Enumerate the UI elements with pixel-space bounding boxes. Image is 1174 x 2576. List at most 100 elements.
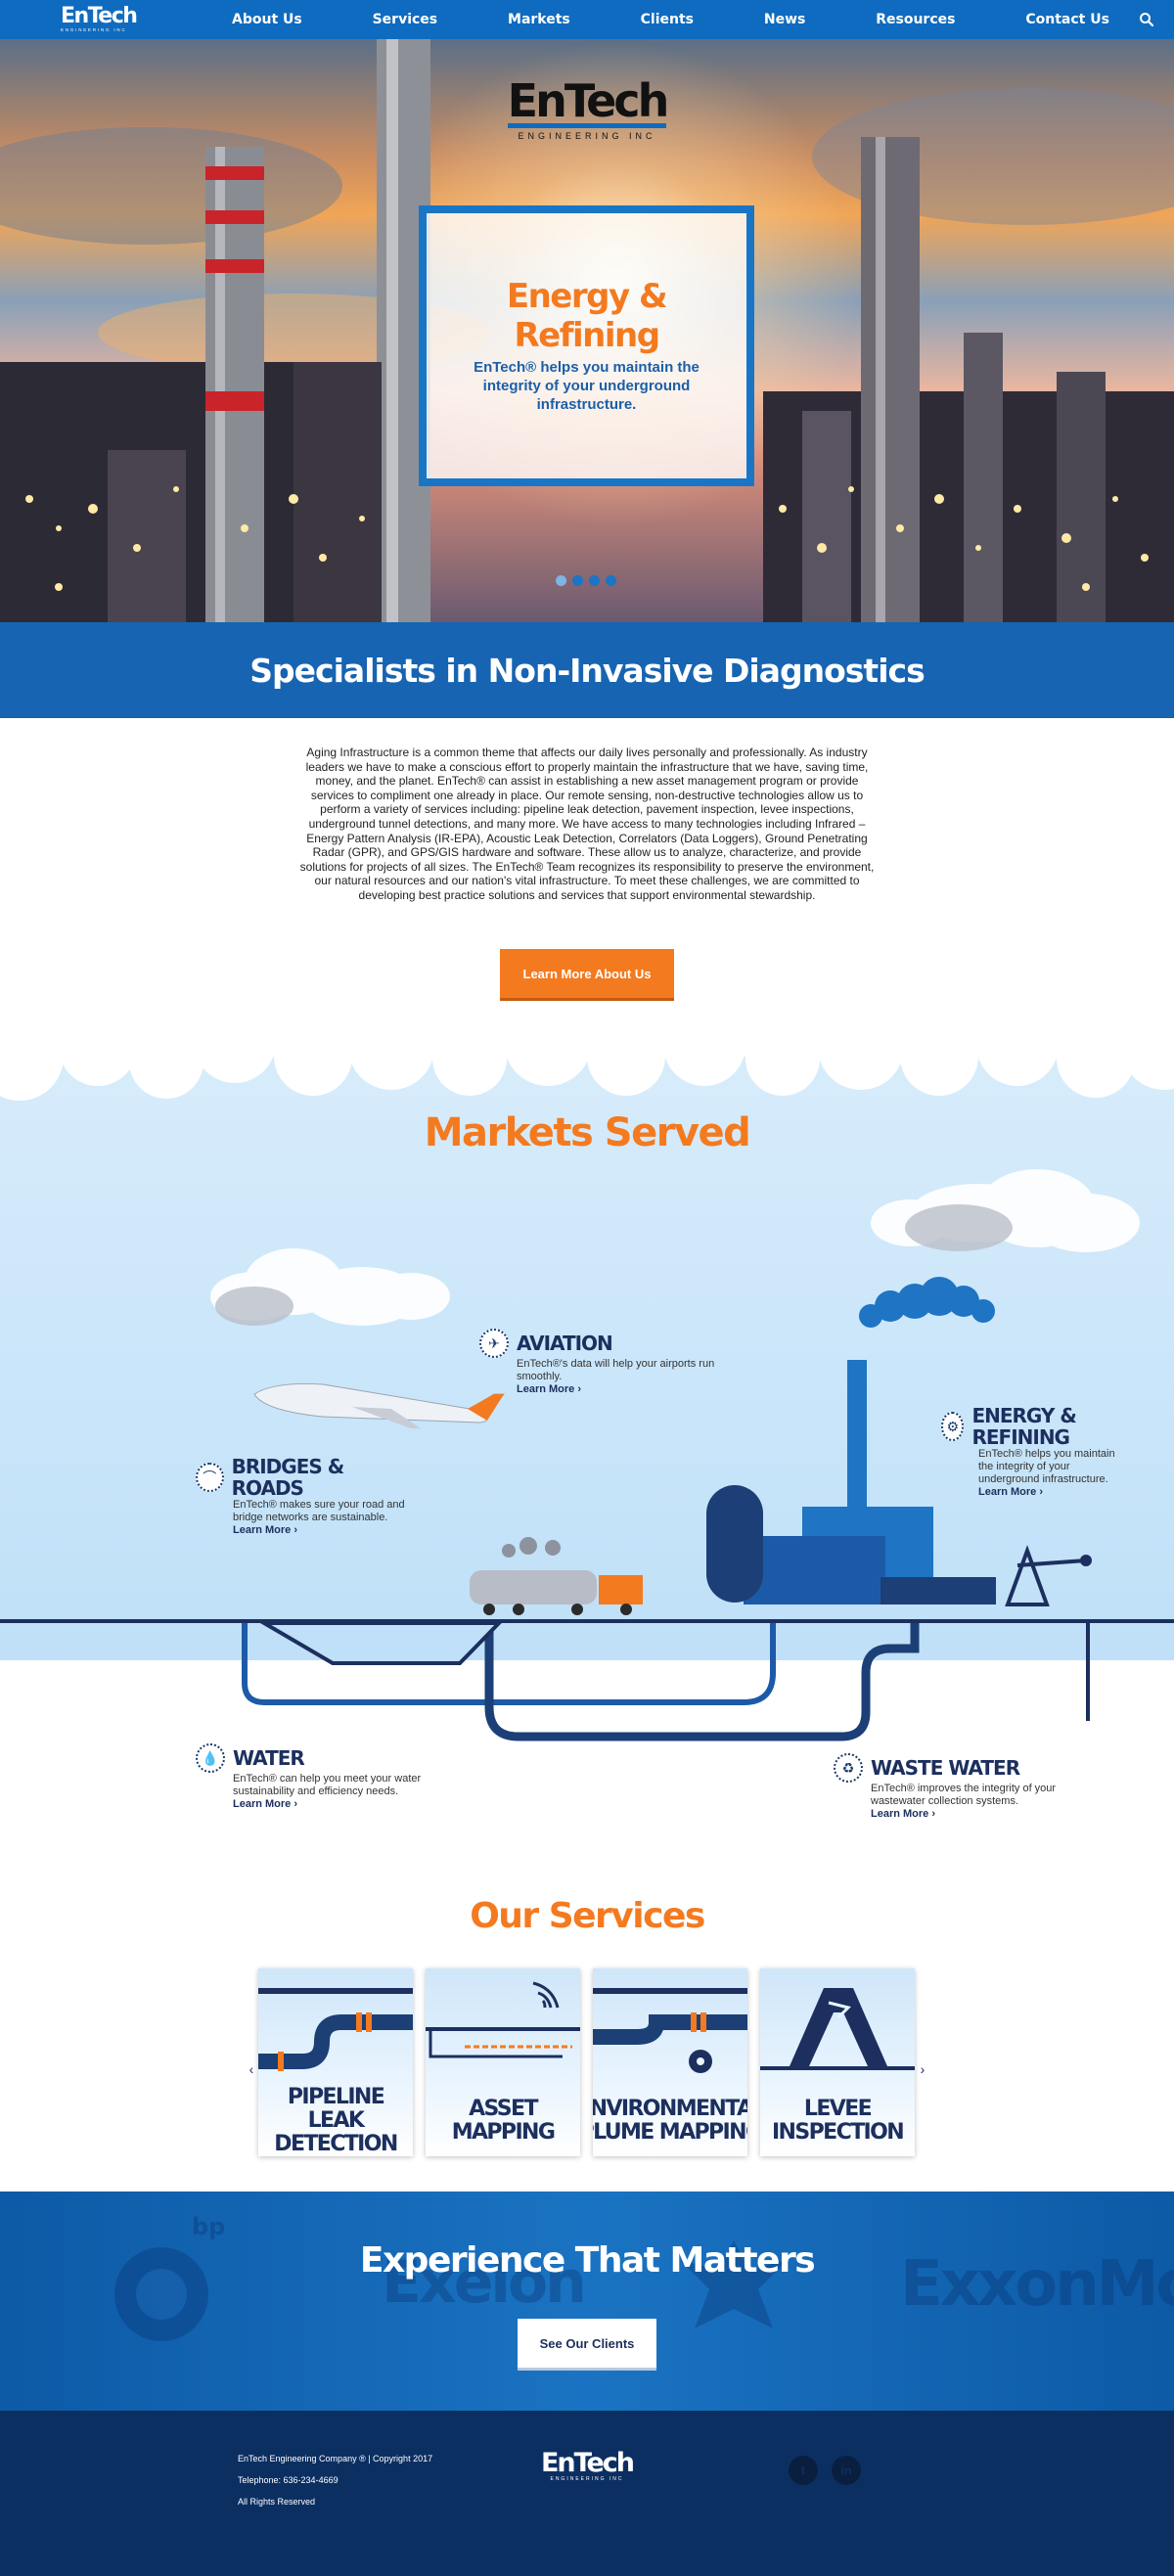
- plume-illustration: [593, 1968, 747, 2086]
- markets-section: [0, 1017, 1174, 1859]
- carousel-prev-icon[interactable]: ‹: [248, 2061, 254, 2077]
- hero-logo-text: EnTech: [507, 74, 670, 127]
- specialists-title: Specialists in Non-Invasive Diagnostics: [249, 651, 925, 690]
- market-wastewater-title: WASTE WATER: [871, 1756, 1020, 1780]
- slider-dot[interactable]: [572, 575, 583, 586]
- hero-logo-subtext: ENGINEERING INC: [518, 131, 656, 141]
- levee-illustration: [760, 1968, 915, 2086]
- market-water-learn-more[interactable]: Learn More ›: [233, 1798, 298, 1810]
- market-energy-refining[interactable]: ⚙ ENERGY & REFINING EnTech® helps you ma…: [941, 1405, 1127, 1498]
- nav-logo-text: EnTech: [61, 4, 138, 29]
- pipeline-illustration: [258, 1968, 413, 2086]
- nav-links: About Us Services Markets Clients News R…: [232, 12, 1109, 27]
- footer-logo-subtext: ENGINEERING INC: [550, 2476, 624, 2482]
- market-wastewater-text: EnTech® improves the integrity of your w…: [871, 1783, 1057, 1807]
- top-navigation: EnTech ENGINEERING INC About Us Services…: [0, 0, 1174, 39]
- slider-dots: [556, 575, 616, 586]
- nav-link-contact-us[interactable]: Contact Us: [1025, 12, 1109, 27]
- footer-telephone[interactable]: Telephone: 636-234-4669: [238, 2475, 339, 2485]
- asset-mapping-illustration: [426, 1968, 580, 2086]
- hero-logo-bar: [508, 123, 666, 128]
- market-water-title: WATER: [233, 1746, 305, 1770]
- watermark-bp: bp: [192, 2213, 226, 2240]
- market-wastewater-header: ♻ WASTE WATER: [834, 1753, 1078, 1783]
- service-card-pipeline-leak-detection[interactable]: PIPELINE LEAK DETECTION: [258, 1968, 413, 2156]
- bp-logo-watermark: [114, 2247, 208, 2341]
- market-energy-header: ⚙ ENERGY & REFINING: [941, 1405, 1127, 1448]
- slider-dot[interactable]: [606, 575, 616, 586]
- market-waste-water[interactable]: ♻ WASTE WATER EnTech® improves the integ…: [834, 1753, 1078, 1820]
- market-aviation-learn-more[interactable]: Learn More ›: [517, 1383, 582, 1395]
- footer-social-links: t in: [789, 2456, 861, 2485]
- market-bridges-roads[interactable]: ⌒ BRIDGES & ROADS EnTech® makes sure you…: [196, 1456, 411, 1536]
- linkedin-icon[interactable]: in: [832, 2456, 861, 2485]
- airplane-illustration: [253, 1382, 505, 1428]
- service-card-label: LEVEE INSPECTION: [760, 2086, 915, 2156]
- refinery-icon: ⚙: [941, 1412, 965, 1441]
- nav-link-markets[interactable]: Markets: [508, 12, 570, 27]
- nav-link-resources[interactable]: Resources: [876, 12, 956, 27]
- market-water[interactable]: 💧 WATER EnTech® can help you meet your w…: [196, 1743, 430, 1810]
- water-drop-icon: 💧: [196, 1743, 225, 1773]
- nav-logo[interactable]: EnTech ENGINEERING INC: [61, 6, 178, 33]
- market-bridges-header: ⌒ BRIDGES & ROADS: [196, 1456, 411, 1499]
- market-water-header: 💧 WATER: [196, 1743, 430, 1773]
- nav-link-news[interactable]: News: [763, 12, 806, 27]
- markets-illustration: [0, 1017, 1174, 1741]
- market-aviation[interactable]: ✈ AVIATION EnTech®'s data will help your…: [479, 1329, 734, 1395]
- market-energy-learn-more[interactable]: Learn More ›: [978, 1486, 1044, 1498]
- watermark-exelon: Exelon: [382, 2248, 587, 2317]
- market-bridges-text: EnTech® makes sure your road and bridge …: [233, 1499, 405, 1523]
- watermark-exxon: ExxonMo: [900, 2248, 1174, 2321]
- market-bridges-title: BRIDGES & ROADS: [231, 1455, 345, 1500]
- market-energy-text: EnTech® helps you maintain the integrity…: [978, 1448, 1115, 1485]
- carousel-next-icon[interactable]: ›: [920, 2061, 926, 2077]
- eagle-logo-watermark: [680, 2240, 788, 2328]
- hero-caption-box: Energy & Refining EnTech® helps you main…: [419, 205, 754, 486]
- see-our-clients-button[interactable]: See Our Clients: [518, 2319, 656, 2368]
- market-wastewater-learn-more[interactable]: Learn More ›: [871, 1808, 936, 1820]
- footer-info: EnTech Engineering Company ® | Copyright…: [238, 2448, 432, 2512]
- slider-dot[interactable]: [556, 575, 566, 586]
- markets-title: Markets Served: [424, 1110, 751, 1155]
- service-card-asset-mapping[interactable]: ASSET MAPPING: [426, 1968, 580, 2156]
- service-card-levee-inspection[interactable]: LEVEE INSPECTION: [760, 1968, 915, 2156]
- airplane-icon: ✈: [479, 1329, 509, 1358]
- experience-section: bp Exelon ExxonMo Experience That Matter…: [0, 2192, 1174, 2411]
- service-card-environmental-plume-mapping[interactable]: ENVIRONMENTAL PLUME MAPPING: [593, 1968, 747, 2156]
- service-card-label: PIPELINE LEAK DETECTION: [258, 2085, 413, 2156]
- services-carousel: PIPELINE LEAK DETECTION ASSET MAPPING EN…: [258, 1968, 915, 2156]
- search-icon[interactable]: [1139, 12, 1154, 27]
- slider-dot[interactable]: [589, 575, 600, 586]
- footer-rights: All Rights Reserved: [238, 2497, 316, 2507]
- hero-logo: EnTech ENGINEERING INC: [504, 78, 670, 141]
- market-energy-title: ENERGY & REFINING: [971, 1404, 1076, 1449]
- footer-logo-text: EnTech: [540, 2448, 635, 2478]
- services-title: Our Services: [470, 1896, 705, 1936]
- nav-link-about-us[interactable]: About Us: [232, 12, 302, 27]
- about-paragraph: Aging Infrastructure is a common theme t…: [299, 746, 875, 902]
- experience-title: Experience That Matters: [359, 2240, 816, 2281]
- footer-copyright: EnTech Engineering Company ® | Copyright…: [238, 2454, 433, 2463]
- market-water-text: EnTech® can help you meet your water sus…: [233, 1773, 422, 1797]
- market-aviation-text: EnTech®'s data will help your airports r…: [517, 1358, 715, 1382]
- nav-link-clients[interactable]: Clients: [640, 12, 694, 27]
- service-card-label: ENVIRONMENTAL PLUME MAPPING: [593, 2086, 747, 2156]
- footer-logo[interactable]: EnTech ENGINEERING INC: [538, 2450, 636, 2482]
- market-aviation-title: AVIATION: [517, 1332, 613, 1355]
- footer: EnTech Engineering Company ® | Copyright…: [0, 2411, 1174, 2576]
- waste-water-icon: ♻: [834, 1753, 863, 1783]
- hero-slider: EnTech ENGINEERING INC Energy & Refining…: [0, 39, 1174, 622]
- specialists-band: Specialists in Non-Invasive Diagnostics: [0, 622, 1174, 718]
- bridge-icon: ⌒: [196, 1463, 224, 1492]
- hero-subtitle: EnTech® helps you maintain the integrity…: [474, 359, 700, 413]
- nav-logo-subtext: ENGINEERING INC: [61, 27, 127, 33]
- nav-link-services[interactable]: Services: [372, 12, 438, 27]
- twitter-icon[interactable]: t: [789, 2456, 818, 2485]
- hero-title: Energy & Refining: [506, 277, 668, 356]
- learn-more-about-us-button[interactable]: Learn More About Us: [500, 949, 674, 998]
- market-bridges-learn-more[interactable]: Learn More ›: [233, 1524, 298, 1536]
- refinery-background-image: [0, 39, 1174, 622]
- service-card-label: ASSET MAPPING: [426, 2086, 580, 2156]
- market-aviation-header: ✈ AVIATION: [479, 1329, 734, 1358]
